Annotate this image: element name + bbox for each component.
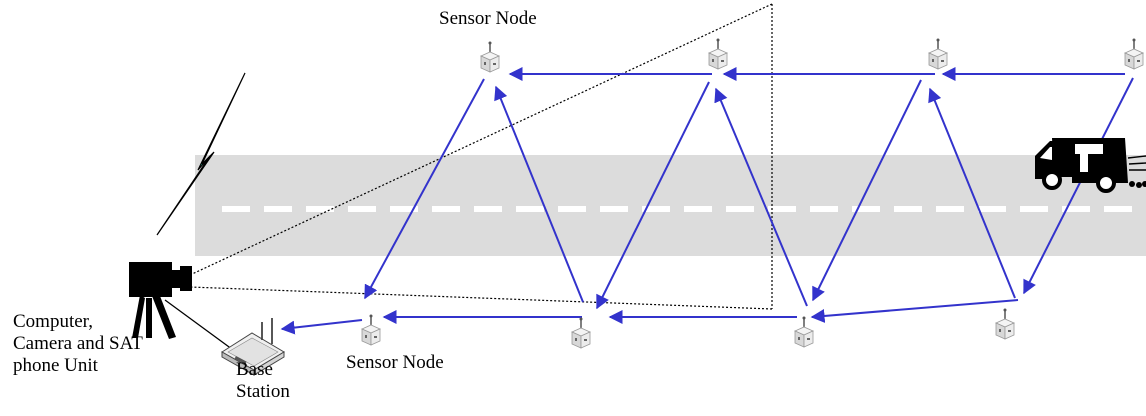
communication-links bbox=[280, 67, 1134, 335]
sensor-node-icon bbox=[995, 307, 1015, 340]
computer-unit-label-line2: Camera and SAT bbox=[13, 333, 143, 354]
base-station-label-line2: Station bbox=[236, 381, 290, 402]
truck-icon bbox=[1035, 138, 1146, 193]
camera-tripod-icon bbox=[129, 262, 192, 339]
sensor-node-icon bbox=[571, 316, 591, 349]
road bbox=[195, 155, 1146, 256]
sensor-node-icon bbox=[361, 313, 381, 346]
router-icon bbox=[221, 318, 285, 376]
sensor-node-label-top: Sensor Node bbox=[439, 8, 537, 29]
computer-unit-label: Computer, Camera and SAT phone Unit bbox=[13, 311, 143, 377]
sensor-node-icon bbox=[794, 315, 814, 348]
computer-unit-label-line3: phone Unit bbox=[13, 355, 98, 376]
base-station-label-line1: Base bbox=[236, 359, 273, 380]
sensor-node-icon bbox=[928, 37, 948, 70]
sensor-node-icon bbox=[1124, 37, 1144, 70]
camera-field-of-view bbox=[189, 3, 773, 310]
computer-unit-label-line1: Computer, bbox=[13, 311, 93, 332]
sensor-node-icon bbox=[480, 40, 500, 73]
cable bbox=[164, 299, 241, 356]
sensor-node-icon bbox=[708, 37, 728, 70]
lightning-bolt-icon bbox=[156, 72, 246, 236]
sensor-node-label-bottom: Sensor Node bbox=[346, 352, 444, 373]
base-station-label: Base Station bbox=[236, 359, 290, 403]
